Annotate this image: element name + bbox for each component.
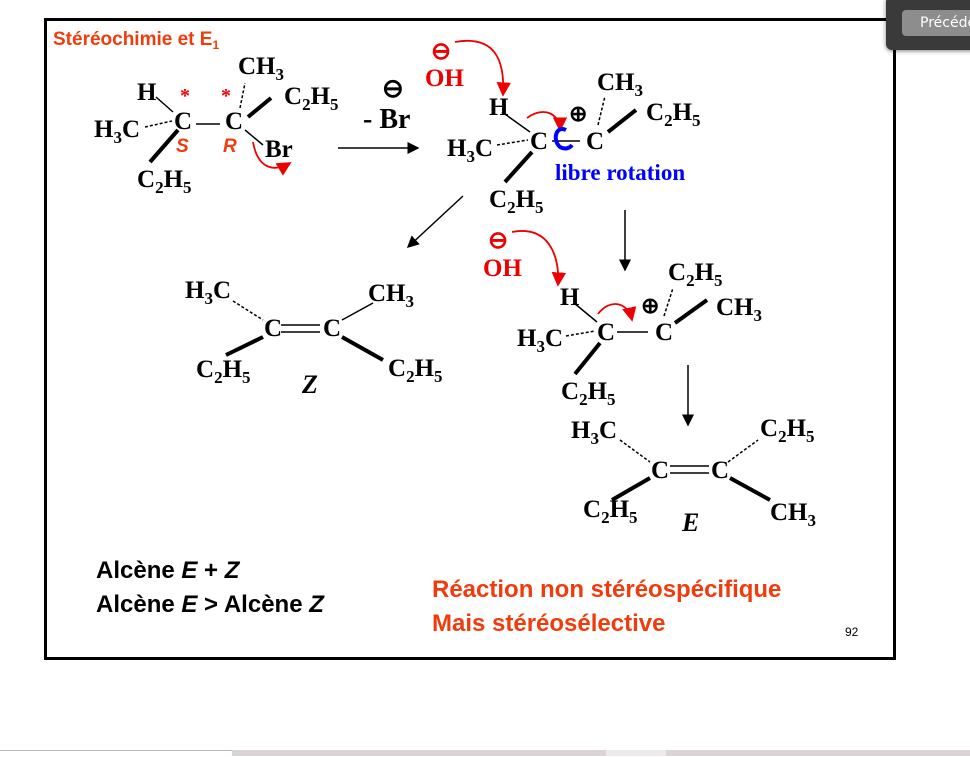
start-C1: C bbox=[174, 108, 193, 135]
scroll-track-left bbox=[0, 750, 232, 757]
hydroxide-charge-2: ⊖ bbox=[488, 228, 509, 254]
e-label: E bbox=[682, 508, 700, 537]
cation2-C1: C bbox=[597, 319, 616, 346]
navigation-overlay: Précédent bbox=[886, 0, 970, 50]
remark-line-1: Réaction non stéréospécifique bbox=[432, 576, 782, 603]
slide-frame bbox=[44, 18, 896, 660]
z-C2H5-b: C2H5 bbox=[388, 355, 443, 386]
cation2-C2H5-a: C2H5 bbox=[668, 259, 723, 290]
cation2-H3C: H3C bbox=[517, 325, 564, 356]
scroll-track[interactable] bbox=[232, 750, 606, 756]
z-label: Z bbox=[302, 370, 318, 399]
start-CH3: CH3 bbox=[238, 53, 284, 84]
z-C2: C bbox=[323, 315, 342, 342]
cation2-H: H bbox=[560, 284, 580, 311]
cation2-plus: ⊕ bbox=[641, 293, 660, 318]
leaving-group: - Br bbox=[363, 104, 411, 135]
text: E bbox=[181, 591, 198, 618]
cation1-C2H5-a: C2H5 bbox=[646, 99, 701, 130]
remark-line-2: Mais stéréosélective bbox=[432, 610, 666, 637]
z-C1: C bbox=[264, 315, 283, 342]
z-CH3: CH3 bbox=[368, 280, 414, 311]
slide-title: Stéréochimie et E1 bbox=[53, 29, 220, 52]
hydroxide-2: OH bbox=[483, 255, 522, 282]
e-C1: C bbox=[651, 457, 670, 484]
free-rotation-label: libre rotation bbox=[555, 160, 686, 185]
e-C2H5-a: C2H5 bbox=[760, 415, 815, 446]
e-CH3: CH3 bbox=[770, 499, 816, 530]
text: > Alcène bbox=[197, 591, 310, 618]
config-S: S bbox=[176, 136, 189, 157]
cation1-CH3: CH3 bbox=[597, 69, 643, 100]
cation1-H3C: H3C bbox=[447, 135, 494, 166]
title-text: Stéréochimie et E bbox=[53, 29, 213, 50]
bromide-charge: ⊖ bbox=[382, 74, 404, 103]
text: E bbox=[181, 557, 198, 584]
cation1-plus: ⊕ bbox=[569, 101, 588, 126]
cation1-C2H5-b: C2H5 bbox=[489, 186, 544, 217]
stereocenter-star-2: * bbox=[221, 85, 231, 107]
text: + bbox=[197, 557, 225, 584]
start-C2H5-a: C2H5 bbox=[137, 166, 192, 197]
text: Alcène bbox=[96, 591, 182, 618]
previous-button[interactable]: Précédent bbox=[902, 10, 970, 36]
cation2-C2H5-b: C2H5 bbox=[561, 378, 616, 409]
z-H3C: H3C bbox=[185, 277, 232, 308]
hydroxide-charge-1: ⊖ bbox=[431, 39, 452, 65]
text: Alcène bbox=[96, 557, 182, 584]
text: Z bbox=[309, 591, 324, 618]
start-C2H5-b: C2H5 bbox=[284, 83, 339, 114]
stereocenter-star-1: * bbox=[180, 85, 190, 107]
text: Z bbox=[224, 557, 240, 584]
cation2-C2: C bbox=[655, 319, 674, 346]
cation1-C1: C bbox=[530, 128, 549, 155]
start-H: H bbox=[137, 79, 157, 106]
title-subscript: 1 bbox=[212, 38, 220, 52]
z-C2H5-a: C2H5 bbox=[196, 356, 251, 387]
e-C2: C bbox=[711, 457, 730, 484]
conclusion-line-1: Alcène E + Z bbox=[96, 559, 239, 583]
cation2-CH3: CH3 bbox=[716, 294, 762, 325]
e-C2H5-b: C2H5 bbox=[583, 496, 638, 527]
page-number: 92 bbox=[845, 625, 859, 639]
hydroxide-1: OH bbox=[425, 65, 464, 92]
scroll-track-right[interactable] bbox=[666, 750, 970, 756]
cation1-C2: C bbox=[586, 128, 605, 155]
start-C2: C bbox=[225, 108, 244, 135]
start-Br: Br bbox=[265, 136, 293, 163]
start-H3C: H3C bbox=[94, 116, 141, 147]
conclusion-line-2: Alcène E > Alcène Z bbox=[96, 593, 324, 617]
cation1-H: H bbox=[489, 94, 509, 121]
scroll-thumb[interactable] bbox=[606, 750, 666, 756]
e-H3C: H3C bbox=[571, 417, 618, 448]
config-R: R bbox=[223, 136, 237, 157]
